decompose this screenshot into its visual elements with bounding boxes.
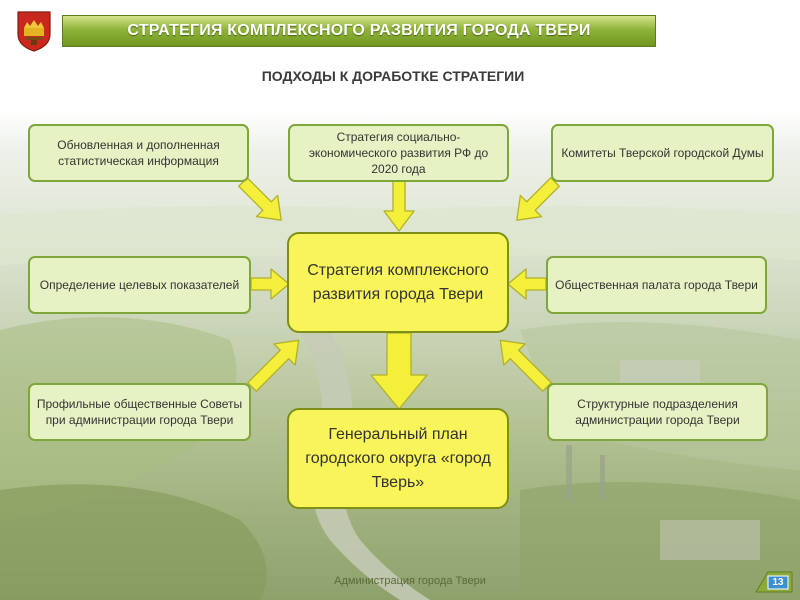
box-councils: Профильные общественные Советы при админ… [28, 383, 251, 441]
arrow-from-councils [247, 339, 300, 392]
arrow-from-federal-strategy [383, 180, 415, 232]
box-federal-strategy: Стратегия социально-экономического разви… [288, 124, 509, 182]
box-divisions: Структурные подразделения администрации … [547, 383, 768, 441]
box-duma-committees: Комитеты Тверской городской Думы [551, 124, 774, 182]
page-number-badge: 13 [754, 570, 794, 594]
header-bar: СТРАТЕГИЯ КОМПЛЕКСНОГО РАЗВИТИЯ ГОРОДА Т… [62, 15, 656, 47]
arrow-from-public-chamber [507, 268, 547, 300]
center-box-strategy: Стратегия комплексного развития города Т… [287, 232, 509, 333]
box-public-chamber: Общественная палата города Твери [546, 256, 767, 314]
arrow-strategy-to-general-plan [370, 332, 428, 410]
header-title: СТРАТЕГИЯ КОМПЛЕКСНОГО РАЗВИТИЯ ГОРОДА Т… [127, 22, 591, 39]
arrow-from-target-indicators [250, 268, 290, 300]
page-number: 13 [772, 577, 784, 588]
footer-text: Администрация города Твери [334, 575, 486, 587]
tver-coat-of-arms-logo [16, 10, 52, 52]
box-statistics: Обновленная и дополненная статистическая… [28, 124, 249, 182]
arrow-from-duma-committees [516, 177, 560, 221]
slide-subtitle: ПОДХОДЫ К ДОРАБОТКЕ СТРАТЕГИИ [261, 68, 525, 84]
box-target-indicators: Определение целевых показателей [28, 256, 251, 314]
arrow-from-divisions [499, 339, 552, 392]
arrow-from-statistics [238, 177, 282, 221]
center-box-general-plan: Генеральный план городского округа «горо… [287, 408, 509, 509]
